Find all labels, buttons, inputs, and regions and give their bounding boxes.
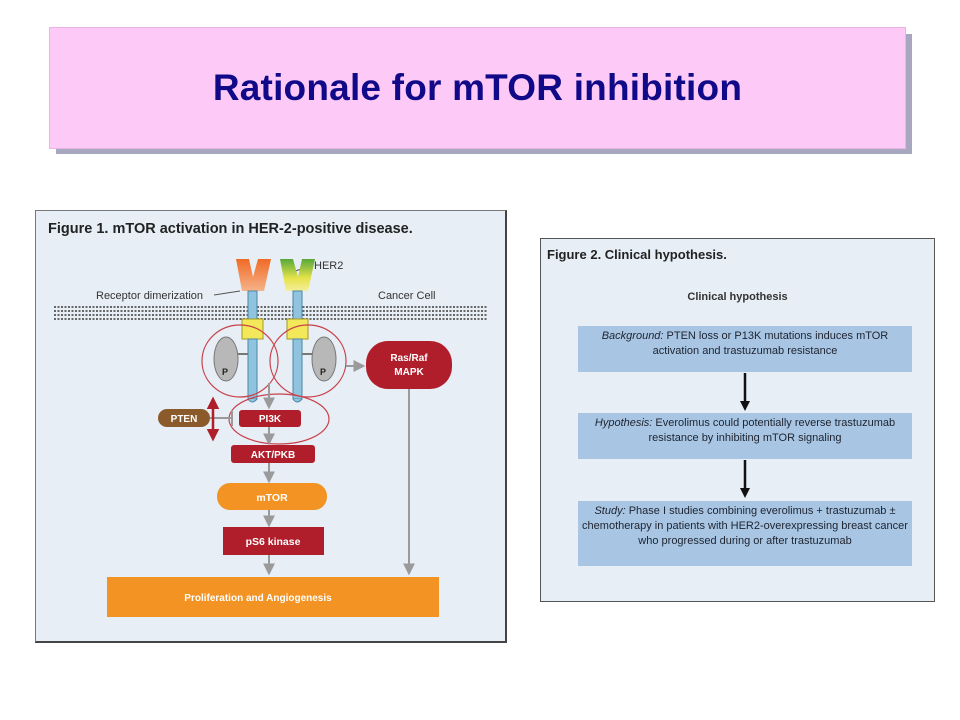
cancer-cell-label: Cancer Cell [378,290,435,302]
hypothesis-box: Hypothesis: Everolimus could potentially… [578,413,912,459]
clinical-hypothesis-subtitle: Clinical hypothesis [687,291,788,303]
akt-pkb-node [231,445,315,463]
cell-membrane [54,306,488,320]
figure-2-panel: Figure 2. Clinical hypothesis. Clinical … [540,238,935,602]
pten-node [158,409,210,427]
mtor-label: mTOR [256,492,288,504]
background-lead: Background: [601,330,664,342]
mtor-pathway-diagram: Receptor dimerization HER2 Cancer Cell P… [54,259,488,617]
ras-raf-label: Ras/Raf [390,353,428,364]
slide-title: Rationale for mTOR inhibition [212,67,743,108]
hypothesis-text: Everolimus could potentially reverse tra… [648,417,896,444]
figure-2-title: Figure 2. Clinical hypothesis. [547,247,727,262]
ps6-kinase-label: pS6 kinase [246,536,301,548]
ps6-kinase-node [223,527,324,555]
hypothesis-lead: Hypothesis: [594,417,653,429]
highlight-ellipse-left [201,324,279,398]
mapk-label: MAPK [394,367,424,378]
mtor-node [217,483,327,510]
receptor-orange-head [236,259,271,291]
ras-raf-mapk-node [366,341,452,389]
receptor-dimerization-label: Receptor dimerization [96,290,203,302]
figure-1-title: Figure 1. mTOR activation in HER-2-posit… [48,221,413,237]
arrow-down-2 [740,460,750,498]
her2-green-head [280,259,315,291]
figure-1-panel: Figure 1. mTOR activation in HER-2-posit… [35,210,507,643]
akt-pkb-label: AKT/PKB [251,450,295,461]
phospho-left: P [222,367,228,377]
pten-label: PTEN [171,414,198,425]
study-text: Phase I studies combining everolimus + t… [582,505,908,547]
her2-label: HER2 [314,260,343,272]
arrow-down-1 [740,373,750,411]
highlight-ellipse-right [269,324,347,398]
study-lead: Study: [594,505,626,517]
receptor-kinase-left [241,318,264,340]
adapter-left [213,336,239,382]
phospho-right: P [320,367,326,377]
proliferation-label: Proliferation and Angiogenesis [184,593,332,604]
pi3k-node [239,410,301,427]
proliferation-angiogenesis-node [107,577,439,617]
study-box: Study: Phase I studies combining everoli… [578,501,912,566]
background-text: PTEN loss or P13K mutations induces mTOR… [652,330,889,357]
title-banner: Rationale for mTOR inhibition [49,27,906,149]
adapter-right [311,336,337,382]
pi3k-label: PI3K [259,414,282,425]
background-box: Background: PTEN loss or P13K mutations … [578,326,912,372]
